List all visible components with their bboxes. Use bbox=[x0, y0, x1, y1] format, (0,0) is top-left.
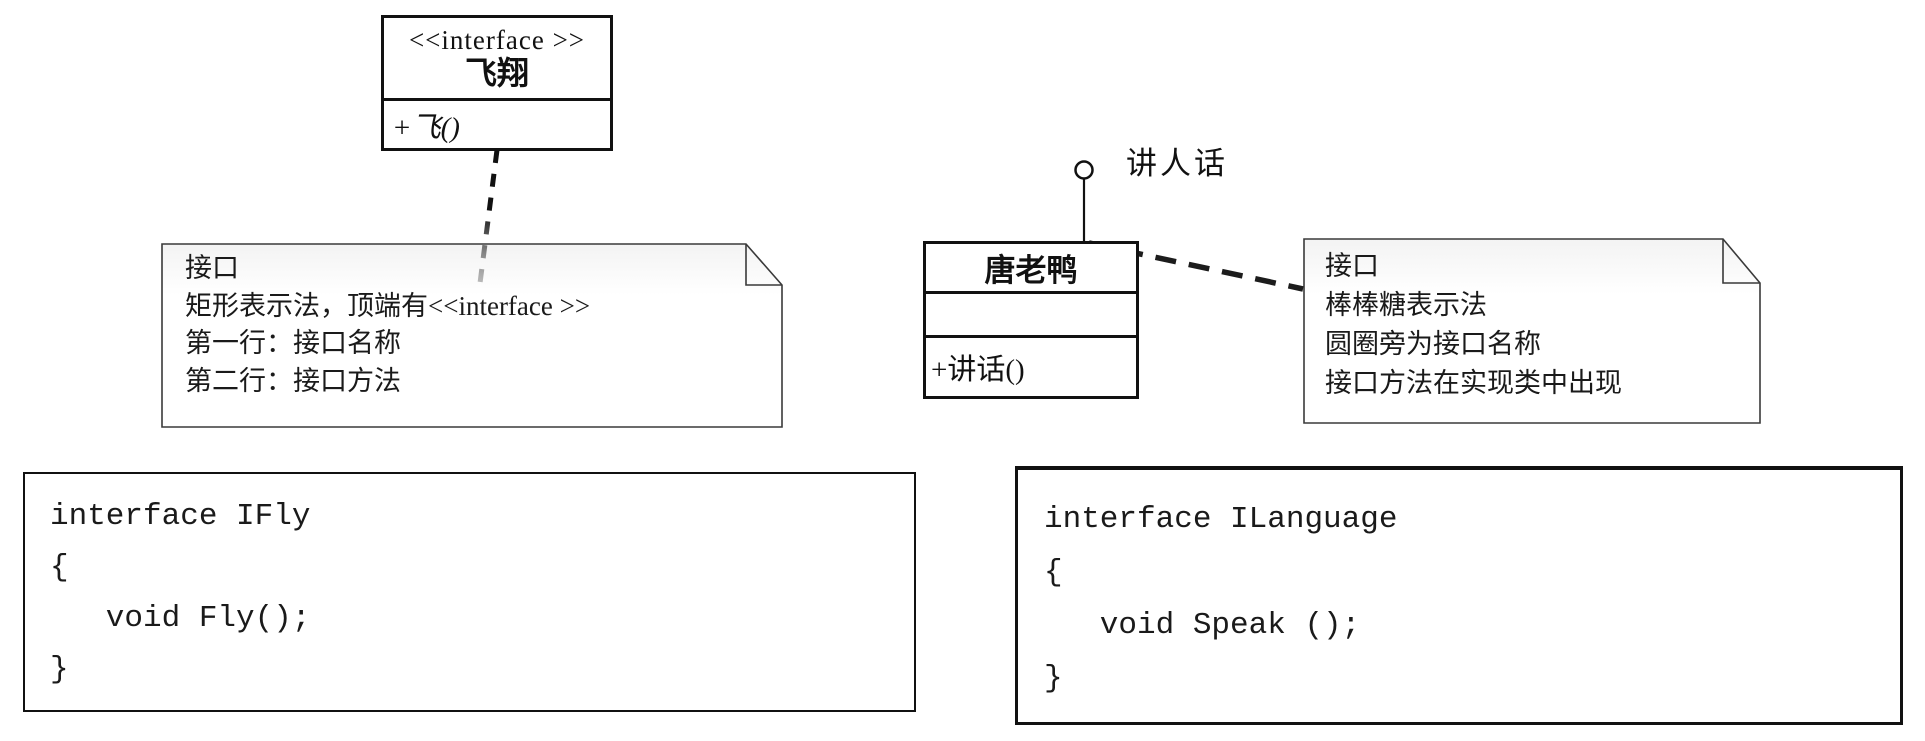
lollipop-interface-icon bbox=[1074, 160, 1094, 180]
class-method: +讲话() bbox=[931, 354, 1025, 386]
interface-stereotype: <<interface >> bbox=[408, 25, 586, 55]
code-line: } bbox=[50, 652, 69, 687]
code-line: { bbox=[1044, 555, 1063, 590]
code-box-ifly: interface IFly { void Fly(); } bbox=[23, 472, 916, 712]
note-right: 接口 棒棒糖表示法 圆圈旁为接口名称 接口方法在实现类中出现 bbox=[1303, 238, 1761, 424]
code-line: interface ILanguage bbox=[1044, 502, 1398, 537]
code-line: } bbox=[1044, 661, 1063, 696]
class-attributes-compartment bbox=[926, 294, 1136, 338]
code-line: interface IFly bbox=[50, 499, 311, 534]
interface-method: +飞() bbox=[392, 111, 460, 144]
code-line: void Speak (); bbox=[1044, 608, 1361, 643]
note-right-shape bbox=[1303, 238, 1761, 424]
code-line: { bbox=[50, 550, 69, 585]
note-line: 圆圈旁为接口名称 bbox=[1325, 329, 1541, 359]
note-left-shape bbox=[161, 243, 783, 428]
class-box-donald-duck: 唐老鸭 +讲话() bbox=[923, 241, 1139, 399]
note-line: 矩形表示法，顶端有<<interface >> bbox=[185, 290, 591, 321]
class-name: 唐老鸭 bbox=[926, 244, 1136, 294]
note-line: 接口 bbox=[185, 253, 239, 283]
note-line: 接口 bbox=[1325, 251, 1379, 281]
code-box-ilanguage: interface ILanguage { void Speak (); } bbox=[1015, 466, 1903, 725]
note-line: 棒棒糖表示法 bbox=[1325, 290, 1487, 320]
code-line: void Fly(); bbox=[50, 601, 311, 636]
lollipop-label: 讲人话 bbox=[1126, 146, 1228, 181]
interface-title-compartment: <<interface >> 飞翔 bbox=[384, 18, 610, 101]
note-line: 第二行：接口方法 bbox=[185, 365, 401, 396]
note-left: 接口 矩形表示法，顶端有<<interface >> 第一行：接口名称 第二行：… bbox=[161, 243, 783, 428]
interface-box-fly: <<interface >> 飞翔 +飞() bbox=[381, 15, 613, 151]
interface-name: 飞翔 bbox=[464, 55, 529, 91]
note-line: 第一行：接口名称 bbox=[185, 328, 401, 358]
note-line: 接口方法在实现类中出现 bbox=[1325, 368, 1622, 398]
